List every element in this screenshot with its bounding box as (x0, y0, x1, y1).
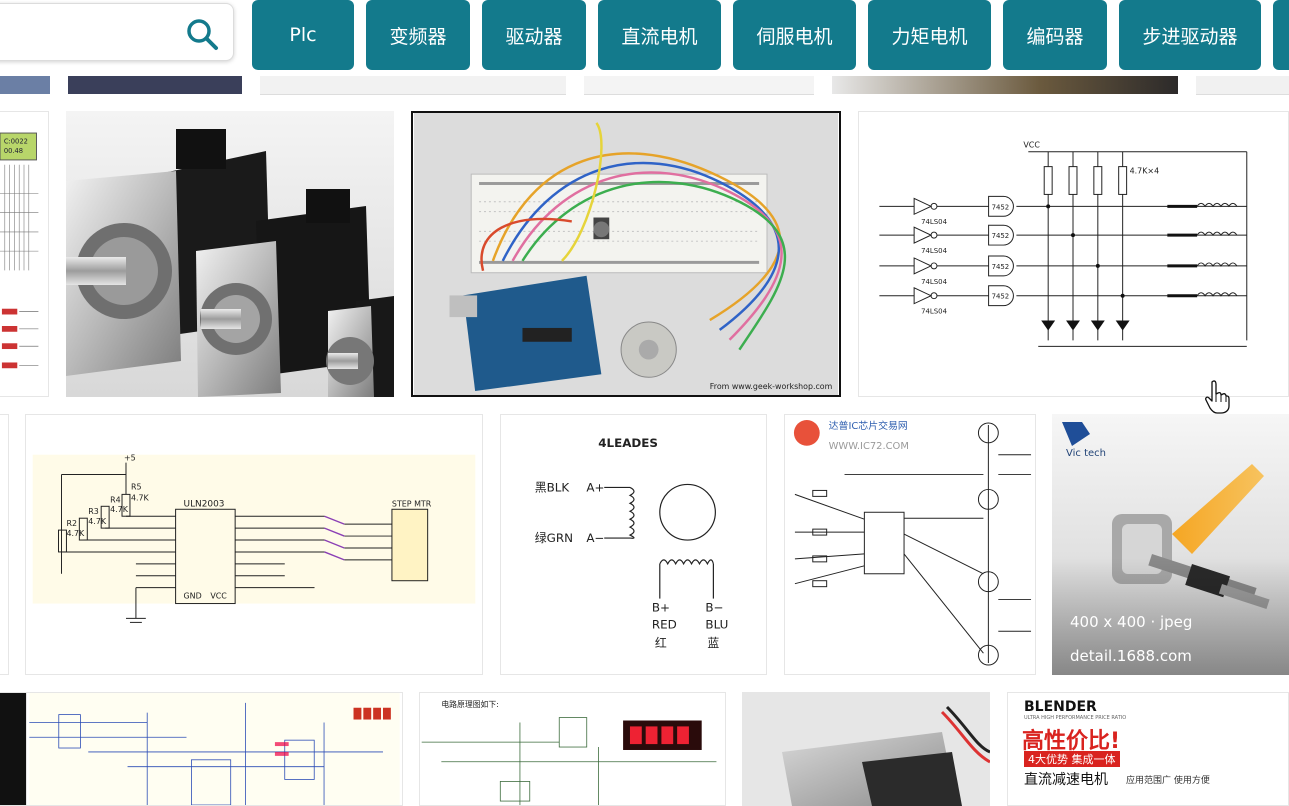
image-thumb-partial[interactable] (0, 76, 50, 94)
victech-motor-image (1052, 414, 1289, 675)
svg-text:STEP MTR: STEP MTR (392, 499, 432, 508)
victech-logo-text: Vic tech (1066, 448, 1106, 459)
image-source-site[interactable]: detail.1688.com (1070, 647, 1192, 665)
blender-brand: BLENDER (1024, 699, 1097, 715)
svg-text:C:0022: C:0022 (4, 138, 28, 146)
svg-text:绿GRN: 绿GRN (535, 531, 573, 545)
circuit-diagram-image: 电路原理图如下: (421, 693, 724, 805)
svg-text:R2: R2 (66, 519, 77, 528)
image-thumb-servo-motors[interactable] (66, 111, 394, 397)
svg-text:VCC: VCC (210, 592, 227, 601)
search-icon[interactable] (185, 17, 219, 51)
image-thumb-uln2003-schematic[interactable]: ULN2003 GND VCC +5 R5 4.7K R4 4.7K R3 4.… (25, 414, 483, 675)
svg-text:7452: 7452 (992, 232, 1010, 240)
svg-text:4.7K: 4.7K (88, 517, 107, 526)
image-thumb-victech-motor[interactable]: Vic tech 400 x 400 · jpeg detail.1688.co… (1052, 414, 1289, 675)
svg-text:4.7K: 4.7K (131, 493, 150, 502)
svg-text:ULN2003: ULN2003 (184, 499, 225, 509)
related-search-chip[interactable]: Plc (252, 0, 354, 70)
related-search-chip[interactable]: 驱动器 (482, 0, 586, 70)
svg-text:蓝: 蓝 (707, 636, 719, 650)
svg-text:WWW.IC72.COM: WWW.IC72.COM (829, 441, 909, 452)
svg-text:+5: +5 (124, 454, 136, 463)
image-thumb-lcd-schematic[interactable]: C:0022 00.48 (0, 111, 49, 397)
arduino-credit-text: From www.geek-workshop.com (710, 382, 833, 391)
svg-text:电路原理图如下:: 电路原理图如下: (441, 699, 499, 709)
svg-text:B−: B− (705, 600, 723, 614)
image-thumb-partial-left[interactable] (0, 414, 9, 675)
svg-text:R3: R3 (88, 507, 99, 516)
ttl-gate-rows: 74LS04 7452 74LS04 7452 74LS04 7452 74LS04 7452 (879, 195, 1247, 316)
related-search-chip[interactable]: 伺服电机 (733, 0, 856, 70)
svg-text:7452: 7452 (992, 203, 1010, 211)
search-input[interactable] (11, 14, 175, 52)
image-thumb-arduino-breadboard[interactable]: From www.geek-workshop.com (411, 111, 841, 397)
arduino-breadboard-image: From www.geek-workshop.com (414, 113, 838, 395)
hand-cursor-icon (1205, 380, 1230, 414)
svg-text:红: 红 (655, 636, 667, 650)
ttl-schematic-image: VCC 4.7K×4 74LS04 7452 74LS04 7452 74LS04 745… (859, 112, 1288, 396)
svg-text:00.48: 00.48 (4, 147, 23, 155)
image-thumb-partial[interactable] (68, 76, 242, 94)
svg-text:74LS04: 74LS04 (921, 308, 948, 316)
svg-text:VCC: VCC (1023, 141, 1040, 150)
related-search-chip[interactable]: 力矩电机 (868, 0, 991, 70)
svg-text:74LS04: 74LS04 (921, 278, 948, 286)
svg-text:B+: B+ (652, 600, 670, 614)
blender-subline: 应用范围广 使用方便 (1126, 776, 1210, 786)
image-thumb-partial[interactable] (260, 76, 566, 95)
image-thumb-pcb-schematic[interactable] (26, 692, 403, 806)
svg-text:7452: 7452 (992, 263, 1010, 271)
svg-text:达普IC芯片交易网: 达普IC芯片交易网 (829, 419, 908, 432)
blender-red-band: 4大优势 集成一体 (1024, 751, 1120, 767)
uln2003-schematic-image: ULN2003 GND VCC +5 R5 4.7K R4 4.7K R3 4.… (26, 415, 482, 674)
blender-tagline: ULTRA HIGH PERFORMANCE PRICE RATIO (1024, 715, 1127, 721)
svg-text:74LS04: 74LS04 (921, 218, 948, 226)
lcd-schematic-image: C:0022 00.48 (0, 132, 39, 369)
related-search-chip[interactable] (1273, 0, 1289, 70)
image-thumb-4leads-diagram[interactable]: 4LEADES 黑BLK A+ 绿GRN A− B+ B− RED BLU 红 … (500, 414, 767, 675)
related-search-chip[interactable]: 变频器 (366, 0, 470, 70)
ic72-schematic-image: 达普IC芯片交易网 WWW.IC72.COM (785, 415, 1035, 674)
svg-text:GND: GND (184, 592, 202, 601)
servo-motors-image (66, 111, 394, 397)
blender-headline: 高性价比! (1022, 729, 1121, 754)
svg-text:R4: R4 (110, 495, 121, 504)
image-thumb-ttl-schematic[interactable]: VCC 4.7K×4 74LS04 7452 74LS04 7452 74LS04 745… (858, 111, 1289, 397)
blender-product: 直流减速电机 (1024, 772, 1108, 788)
image-thumb-partial-left-dark[interactable] (0, 692, 29, 806)
related-search-chip[interactable]: 步进驱动器 (1119, 0, 1261, 70)
svg-text:4LEADES: 4LEADES (598, 436, 658, 450)
svg-text:A+: A+ (586, 480, 604, 494)
image-thumb-gear-motor-photo[interactable] (742, 692, 990, 806)
image-thumb-partial[interactable] (832, 76, 1178, 94)
svg-text:BLU: BLU (705, 617, 728, 631)
related-search-chip[interactable]: 直流电机 (598, 0, 721, 70)
image-thumb-ic72-schematic[interactable]: 达普IC芯片交易网 WWW.IC72.COM (784, 414, 1036, 675)
related-search-chip[interactable]: 编码器 (1003, 0, 1107, 70)
pcb-schematic-image (29, 693, 400, 805)
4leads-diagram-image: 4LEADES 黑BLK A+ 绿GRN A− B+ B− RED BLU 红 … (501, 415, 766, 674)
svg-text:黑BLK: 黑BLK (535, 480, 571, 494)
svg-text:R5: R5 (131, 482, 142, 491)
svg-text:RED: RED (652, 617, 677, 631)
svg-text:A−: A− (586, 531, 604, 545)
svg-text:7452: 7452 (992, 293, 1010, 301)
svg-text:4.7K×4: 4.7K×4 (1130, 167, 1160, 176)
gear-motor-photo-image (742, 692, 990, 806)
image-thumb-partial[interactable] (1196, 76, 1289, 95)
image-thumb-circuit-diagram[interactable]: 电路原理图如下: (419, 692, 726, 806)
image-thumb-partial[interactable] (584, 76, 814, 95)
svg-text:74LS04: 74LS04 (921, 247, 948, 255)
image-thumb-blender-ad[interactable]: BLENDER ULTRA HIGH PERFORMANCE PRICE RAT… (1007, 692, 1289, 806)
svg-text:4.7K: 4.7K (66, 529, 85, 538)
search-box[interactable] (0, 3, 234, 61)
svg-text:4.7K: 4.7K (110, 505, 129, 514)
image-size-meta: 400 x 400 · jpeg (1070, 613, 1193, 631)
